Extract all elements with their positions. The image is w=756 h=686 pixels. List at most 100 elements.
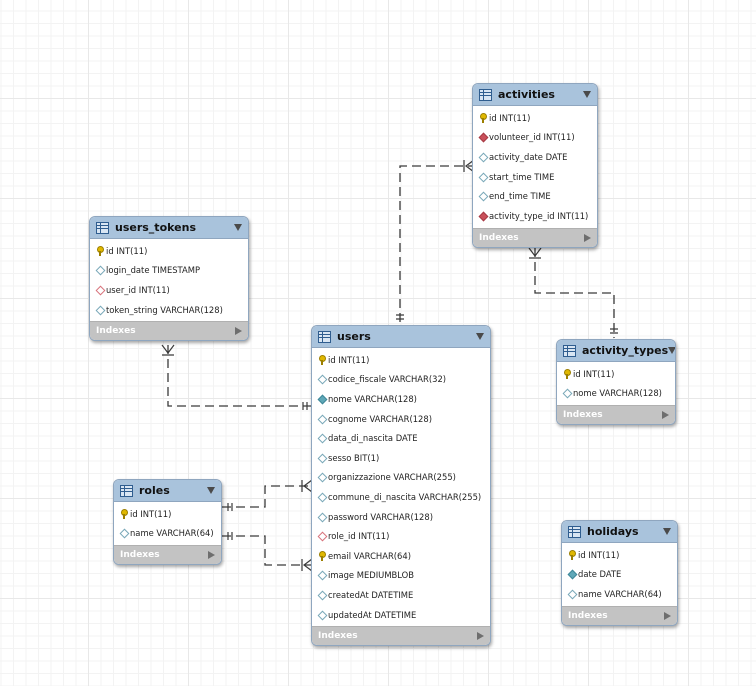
table-icon <box>120 484 133 497</box>
column-row[interactable]: id INT(11) <box>114 504 221 524</box>
column-row[interactable]: date DATE <box>562 565 677 585</box>
column-list: id INT(11) nome VARCHAR(128) <box>557 362 675 405</box>
collapse-icon[interactable] <box>476 333 484 340</box>
rel-activity-types-activities <box>534 248 615 338</box>
column-label: role_id INT(11) <box>328 531 390 542</box>
column-row[interactable]: id INT(11) <box>473 108 597 128</box>
column-row[interactable]: role_id INT(11) <box>312 526 490 546</box>
indexes-section[interactable]: Indexes <box>114 545 221 565</box>
column-label: createdAt DATETIME <box>328 589 414 600</box>
column-list: id INT(11)codice_fiscale VARCHAR(32) nome… <box>312 348 490 626</box>
column-label: email VARCHAR(64) <box>328 550 411 561</box>
column-row[interactable]: activity_date DATE <box>473 147 597 167</box>
column-row[interactable]: id INT(11) <box>312 350 490 370</box>
indexes-section[interactable]: Indexes <box>312 626 490 646</box>
column-label: password VARCHAR(128) <box>328 511 433 522</box>
table-header[interactable]: holidays <box>562 521 677 543</box>
column-row[interactable]: nome VARCHAR(128) <box>312 389 490 409</box>
col-icon <box>562 388 571 398</box>
column-row[interactable]: codice_fiscale VARCHAR(32) <box>312 370 490 390</box>
column-row[interactable]: end_time TIME <box>473 186 597 206</box>
column-row[interactable]: name VARCHAR(64) <box>562 584 677 604</box>
column-label: nome VARCHAR(128) <box>573 388 662 399</box>
column-row[interactable]: createdAt DATETIME <box>312 585 490 605</box>
fk-icon <box>478 211 487 221</box>
column-row[interactable]: id INT(11) <box>557 364 675 384</box>
collapse-icon[interactable] <box>668 347 675 354</box>
nncol-icon <box>567 569 576 579</box>
indexes-section[interactable]: Indexes <box>557 405 675 425</box>
expand-icon[interactable] <box>208 551 215 560</box>
column-label: updatedAt DATETIME <box>328 609 417 620</box>
collapse-icon[interactable] <box>207 487 215 494</box>
pk-icon <box>95 245 104 256</box>
table-header[interactable]: roles <box>114 480 221 502</box>
column-label: start_time TIME <box>489 171 555 182</box>
column-row[interactable]: nome VARCHAR(128) <box>557 384 675 404</box>
one-marker <box>302 402 308 410</box>
column-label: id INT(11) <box>489 112 531 123</box>
indexes-section[interactable]: Indexes <box>473 227 597 247</box>
column-row[interactable]: activity_type_id INT(11) <box>473 206 597 226</box>
column-label: commune_di_nascita VARCHAR(255) <box>328 491 482 502</box>
rel-users-users-tokens <box>167 345 312 407</box>
column-list: id INT(11)name VARCHAR(64) <box>114 502 221 545</box>
column-row[interactable]: cognome VARCHAR(128) <box>312 409 490 429</box>
column-row[interactable]: id INT(11) <box>90 241 248 261</box>
column-row[interactable]: data_di_nascita DATE <box>312 428 490 448</box>
expand-icon[interactable] <box>584 233 591 242</box>
column-row[interactable]: commune_di_nascita VARCHAR(255) <box>312 487 490 507</box>
nncol-icon <box>317 394 326 404</box>
col-icon <box>317 492 326 502</box>
column-row[interactable]: volunteer_id INT(11) <box>473 128 597 148</box>
column-row[interactable]: login_date TIMESTAMP <box>90 261 248 281</box>
column-row[interactable]: email VARCHAR(64) <box>312 546 490 566</box>
indexes-section[interactable]: Indexes <box>562 605 677 625</box>
table-header[interactable]: users_tokens <box>90 217 248 239</box>
col-icon <box>317 433 326 443</box>
table-header[interactable]: activities <box>473 84 597 106</box>
collapse-icon[interactable] <box>583 91 591 98</box>
table-icon <box>563 344 576 357</box>
col-icon <box>478 191 487 201</box>
column-row[interactable]: organizzazione VARCHAR(255) <box>312 468 490 488</box>
indexes-label: Indexes <box>563 410 603 421</box>
expand-icon[interactable] <box>662 411 669 420</box>
pk-icon <box>478 112 487 123</box>
collapse-icon[interactable] <box>234 224 242 231</box>
column-row[interactable]: sesso BIT(1) <box>312 448 490 468</box>
rel-roles-users-email <box>222 535 312 566</box>
column-label: nome VARCHAR(128) <box>328 393 417 404</box>
column-row[interactable]: start_time TIME <box>473 167 597 187</box>
col-icon <box>317 570 326 580</box>
table-header[interactable]: activity_types <box>557 340 675 362</box>
expand-icon[interactable] <box>235 327 242 336</box>
column-row[interactable]: image MEDIUMBLOB <box>312 566 490 586</box>
col-icon <box>95 265 104 275</box>
table-header[interactable]: users <box>312 326 490 348</box>
collapse-icon[interactable] <box>663 528 671 535</box>
expand-icon[interactable] <box>477 632 484 641</box>
indexes-section[interactable]: Indexes <box>90 321 248 341</box>
nnfk-icon <box>95 285 104 295</box>
table-activities[interactable]: activities id INT(11) volunteer_id INT(11)… <box>472 83 598 248</box>
table-icon <box>568 525 581 538</box>
expand-icon[interactable] <box>664 611 671 620</box>
column-row[interactable]: user_id INT(11) <box>90 280 248 300</box>
column-row[interactable]: updatedAt DATETIME <box>312 605 490 625</box>
column-row[interactable]: password VARCHAR(128) <box>312 507 490 527</box>
column-row[interactable]: name VARCHAR(64) <box>114 524 221 544</box>
column-label: end_time TIME <box>489 191 551 202</box>
indexes-label: Indexes <box>479 232 519 243</box>
column-row[interactable]: token_string VARCHAR(128) <box>90 300 248 320</box>
col-icon <box>95 305 104 315</box>
column-label: id INT(11) <box>578 549 620 560</box>
table-title: holidays <box>587 525 639 538</box>
column-row[interactable]: id INT(11) <box>562 545 677 565</box>
